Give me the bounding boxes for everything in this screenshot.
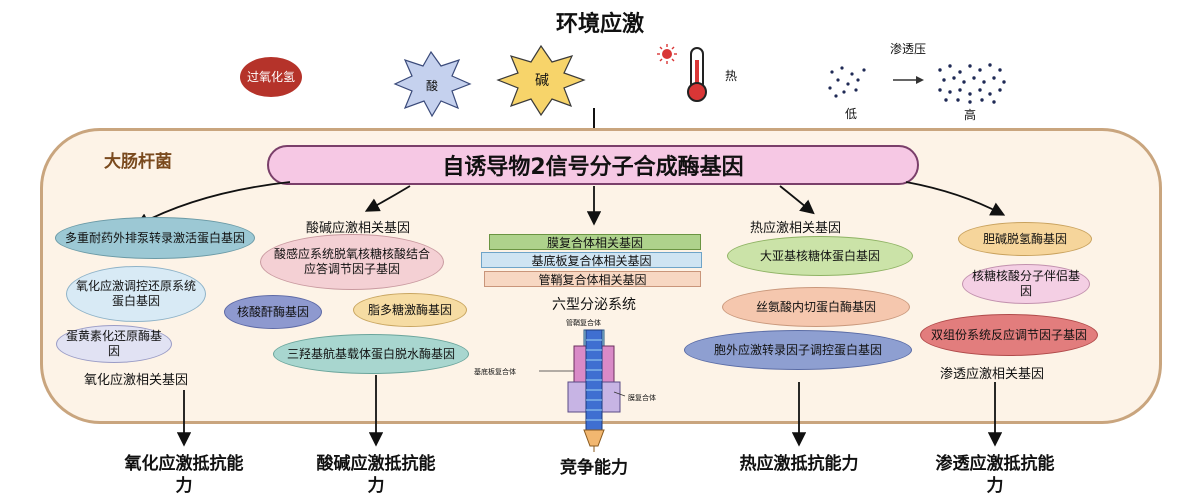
diagram-title: 环境应激 (555, 12, 644, 37)
base-burst-icon (496, 44, 586, 117)
gene-osmotic-1: 胆碱脱氢酶基因 (958, 222, 1092, 256)
base-label: 碱 (535, 73, 549, 89)
osmotic-group-label: 渗透应激相关基因 (940, 367, 1045, 382)
low-label: 低 (845, 107, 858, 121)
arrow-to-osmotic (905, 181, 1006, 216)
acidbase-group-label: 酸碱应激相关基因 (306, 221, 411, 236)
outcome-acidbase: 酸碱应激抵抗能力 (316, 454, 436, 496)
gene-osmotic-3: 双组份系统反应调节因子基因 (920, 314, 1098, 356)
acid-label: 酸 (425, 79, 438, 93)
thermometer-icon (687, 47, 707, 102)
gene-oxidative-3: 蛋黄素化还原酶基因 (56, 325, 172, 363)
osmotic-pressure-label: 渗透压 (890, 42, 927, 56)
part-label-membrane: 膜复合体 (628, 394, 656, 402)
gene-oxidative-1: 多重耐药外排泵转录激活蛋白基因 (55, 217, 255, 259)
gene-acidbase-2: 核酸酐酶基因 (224, 295, 322, 329)
t6ss-illustration (539, 329, 626, 452)
gene-heat-3: 胞外应激转录因子调控蛋白基因 (684, 330, 912, 370)
outcome-osmotic: 渗透应激抵抗能力 (935, 454, 1055, 496)
gene-acidbase-1: 酸感应系统脱氧核糖核酸结合应答调节因子基因 (260, 234, 444, 290)
arrow-to-acidbase (364, 185, 411, 212)
gene-heat-2: 丝氨酸内切蛋白酶基因 (722, 287, 910, 327)
gene-t6ss-baseplate: 基底板复合体相关基因 (481, 252, 702, 268)
sun-icon (662, 49, 672, 59)
acid-burst-icon (393, 50, 472, 118)
gene-heat-1: 大亚基核糖体蛋白基因 (727, 236, 913, 276)
outcome-oxidative: 氧化应激抵抗能力 (124, 454, 244, 496)
gene-t6ss-membrane: 膜复合体相关基因 (489, 234, 701, 250)
t6ss-label: 六型分泌系统 (552, 297, 636, 313)
arrow-to-heat (779, 185, 815, 215)
part-label-sheath: 管鞘复合体 (566, 319, 601, 327)
gene-osmotic-2: 核糖核酸分子伴侣基因 (962, 264, 1090, 304)
cell-label: 大肠杆菌 (104, 152, 172, 172)
low-concentration-dots-icon (828, 66, 866, 98)
gene-oxidative-2: 氧化应激调控还原系统蛋白基因 (66, 266, 206, 322)
heat-group-label: 热应激相关基因 (750, 221, 842, 236)
high-label: 高 (964, 108, 977, 122)
oxidative-group-label: 氧化应激相关基因 (84, 373, 189, 388)
outcome-heat: 热应激抵抗能力 (739, 454, 859, 474)
gene-acidbase-4: 三羟基航基载体蛋白脱水酶基因 (273, 334, 469, 374)
high-concentration-dots-icon (938, 63, 1006, 104)
outcome-competition: 竞争能力 (560, 458, 628, 478)
gene-acidbase-3: 脂多糖激酶基因 (353, 293, 467, 327)
gene-t6ss-sheath: 管鞘复合体相关基因 (484, 271, 701, 287)
heat-label: 热 (725, 69, 738, 83)
central-gene-box: 自诱导物2信号分子合成酶基因 (267, 145, 919, 185)
part-label-baseplate: 基底板复合体 (474, 368, 516, 376)
h2o2-badge: 过氧化氢 (240, 57, 302, 97)
